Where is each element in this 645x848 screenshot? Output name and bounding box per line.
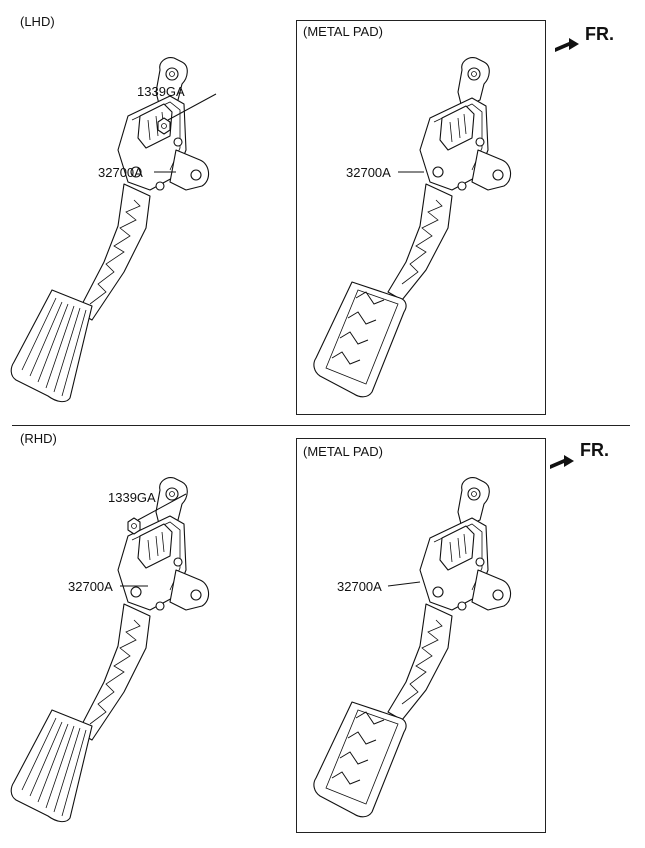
part-label-pedal-lhd: 32700A [98,165,143,180]
metal-pad-title-rhd: (METAL PAD) [303,444,383,459]
pedal-assembly-metal-lhd [313,57,512,398]
leader-metal-rhd [387,581,421,587]
front-arrow-icon-lhd [555,38,579,52]
leader-nut-rhd [137,493,187,521]
front-indicator-lhd: FR. [585,24,614,44]
pedal-assembly-metal-rhd [313,477,512,818]
nut-icon-lhd [157,117,171,135]
section-title-lhd: (LHD) [20,14,55,29]
part-label-metal-pedal-lhd: 32700A [346,165,391,180]
leader-nut-lhd [167,93,217,121]
pedal-assembly-rubber-rhd [10,477,210,823]
section-divider [12,425,630,426]
part-label-metal-pedal-rhd: 32700A [337,579,382,594]
front-indicator-rhd: FR. [580,440,609,460]
pedal-assembly-rubber-lhd [10,57,210,403]
metal-pad-title-lhd: (METAL PAD) [303,24,383,39]
part-label-pedal-rhd: 32700A [68,579,113,594]
part-label-nut-rhd: 1339GA [108,490,156,505]
front-arrow-icon-rhd [550,455,574,469]
nut-icon-rhd [127,517,141,535]
section-title-rhd: (RHD) [20,431,57,446]
part-label-nut-lhd: 1339GA [137,84,185,99]
